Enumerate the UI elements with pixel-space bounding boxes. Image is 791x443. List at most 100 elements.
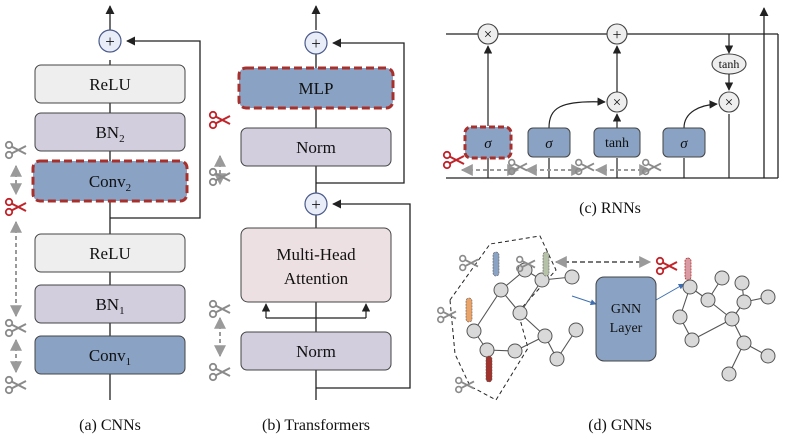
cnn-block-relu2: ReLU bbox=[34, 64, 186, 104]
rnn-gate-input-label: σ bbox=[545, 136, 553, 152]
rnn-gate-output: σ bbox=[662, 127, 706, 158]
cnn-block-relu1-label: ReLU bbox=[89, 244, 131, 263]
cnn-block-conv2-highlighted: Conv2 bbox=[31, 159, 189, 203]
rnn-gate-forget-highlighted: σ bbox=[463, 125, 513, 160]
cnn-caption: (a) CNNs bbox=[79, 417, 141, 434]
rnn-times-input: × bbox=[613, 95, 621, 111]
plus-circle-icon: + bbox=[304, 192, 328, 216]
gnn-caption: (d) GNNs bbox=[588, 417, 652, 434]
gnn-input-arrow bbox=[571, 295, 597, 306]
transformer-mlp-label: MLP bbox=[299, 79, 334, 98]
transformer-block-mlp-highlighted: MLP bbox=[237, 66, 395, 110]
feature-vector-icon bbox=[485, 355, 493, 383]
graph-node bbox=[479, 342, 495, 358]
plus-circle-icon: + bbox=[606, 23, 628, 45]
transformer-norm-upper-label: Norm bbox=[296, 138, 336, 157]
scissors-icon bbox=[4, 197, 28, 217]
scissors-icon bbox=[208, 362, 231, 382]
graph-node bbox=[714, 270, 730, 286]
svg-text:Conv2: Conv2 bbox=[89, 172, 131, 194]
scissors-icon bbox=[655, 256, 678, 276]
cnn-block-bn2-sub: 2 bbox=[119, 133, 125, 145]
graph-node bbox=[512, 305, 528, 321]
feature-vector-icon bbox=[492, 251, 500, 277]
rnn-gate-candidate-label: tanh bbox=[605, 136, 629, 151]
graph-node bbox=[721, 366, 737, 382]
gnn-layer-block: GNN Layer bbox=[595, 276, 657, 362]
gnn-layer-label-2: Layer bbox=[610, 321, 643, 336]
times-circle-icon: × bbox=[477, 23, 499, 45]
transformer-norm-lower-label: Norm bbox=[296, 342, 336, 361]
transformer-block-norm-lower: Norm bbox=[240, 331, 392, 371]
graph-node bbox=[682, 279, 698, 295]
graph-node bbox=[507, 343, 523, 359]
rnn-sigma2-to-times bbox=[548, 97, 606, 129]
rnn-times-output: × bbox=[725, 95, 733, 111]
rnn-panel: × + × × tanh bbox=[442, 7, 779, 217]
rnn-gate-forget-label: σ bbox=[484, 136, 492, 152]
rnn-gate-input: σ bbox=[527, 127, 571, 158]
gnn-neighborhood-region bbox=[449, 235, 557, 401]
cnn-block-bn1: BN1 bbox=[34, 284, 186, 324]
transformer-caption: (b) Transformers bbox=[262, 417, 370, 434]
cnn-block-conv1-sub: 1 bbox=[126, 356, 132, 368]
feature-vector-icon bbox=[542, 251, 550, 277]
cnn-block-bn2-label: BN bbox=[95, 123, 119, 142]
cnn-block-conv2-sub: 2 bbox=[126, 182, 132, 194]
transformer-panel: + + MLP Norm Multi-Head Attention Norm bbox=[208, 5, 411, 434]
scissors-icon bbox=[4, 375, 28, 395]
rnn-tanh-label: tanh bbox=[719, 57, 740, 71]
scissors-icon bbox=[641, 158, 662, 176]
gnn-panel: GNN Layer bbox=[436, 235, 776, 434]
scissors-icon bbox=[4, 140, 28, 160]
cnn-block-bn2: BN2 bbox=[34, 112, 186, 152]
rnn-gate-candidate: tanh bbox=[593, 127, 641, 158]
rnn-caption: (c) RNNs bbox=[579, 200, 641, 217]
graph-node bbox=[493, 282, 509, 298]
cnn-block-relu2-label: ReLU bbox=[89, 75, 131, 94]
graph-node bbox=[760, 289, 776, 305]
rnn-tanh-ellipse: tanh bbox=[711, 53, 747, 75]
cnn-panel: + ReLU BN2 Conv2 ReLU BN1 Conv1 bbox=[4, 5, 201, 434]
scissors-icon bbox=[454, 376, 475, 394]
graph-node bbox=[684, 332, 700, 348]
scissors-icon bbox=[208, 110, 231, 130]
gnn-left-nodes bbox=[466, 262, 584, 367]
cnn-block-bn1-label: BN bbox=[95, 295, 119, 314]
cnn-skip-connection bbox=[110, 36, 201, 219]
gnn-right-nodes bbox=[672, 270, 776, 382]
scissors-icon bbox=[208, 299, 231, 319]
cnn-block-bn1-sub: 1 bbox=[119, 305, 125, 317]
transformer-plus-lower: + bbox=[311, 195, 321, 214]
rnn-gate-output-label: σ bbox=[680, 136, 688, 152]
times-circle-icon: × bbox=[718, 91, 740, 113]
graph-node bbox=[700, 292, 716, 308]
cnn-block-conv2-label: Conv bbox=[89, 172, 126, 191]
transformer-block-norm-upper: Norm bbox=[240, 127, 392, 167]
times-circle-icon: × bbox=[606, 91, 628, 113]
cnn-block-relu1: ReLU bbox=[34, 233, 186, 273]
transformer-plus-upper: + bbox=[311, 34, 321, 53]
gnn-output-arrow bbox=[655, 283, 685, 301]
graph-node bbox=[564, 269, 580, 285]
graph-node bbox=[568, 322, 584, 338]
graph-node bbox=[466, 323, 482, 339]
scissors-icon bbox=[458, 254, 479, 272]
graph-node bbox=[537, 328, 553, 344]
plus-circle-icon: + bbox=[304, 31, 328, 55]
scissors-icon bbox=[4, 318, 28, 338]
cnn-plus-symbol: + bbox=[105, 32, 115, 51]
feature-vector-icon bbox=[465, 297, 473, 323]
transformer-block-attention: Multi-Head Attention bbox=[240, 227, 392, 303]
cnn-block-conv1-label: Conv bbox=[89, 346, 126, 365]
transformer-skip-lower bbox=[316, 199, 411, 389]
transformer-attention-label-1: Multi-Head bbox=[276, 245, 356, 264]
scissors-icon bbox=[442, 150, 465, 170]
transformer-attention-label-2: Attention bbox=[284, 269, 349, 288]
graph-node bbox=[736, 335, 752, 351]
scissors-icon bbox=[507, 158, 528, 176]
scissors-icon bbox=[436, 306, 457, 324]
graph-node bbox=[672, 309, 688, 325]
plus-circle-icon: + bbox=[98, 29, 122, 53]
